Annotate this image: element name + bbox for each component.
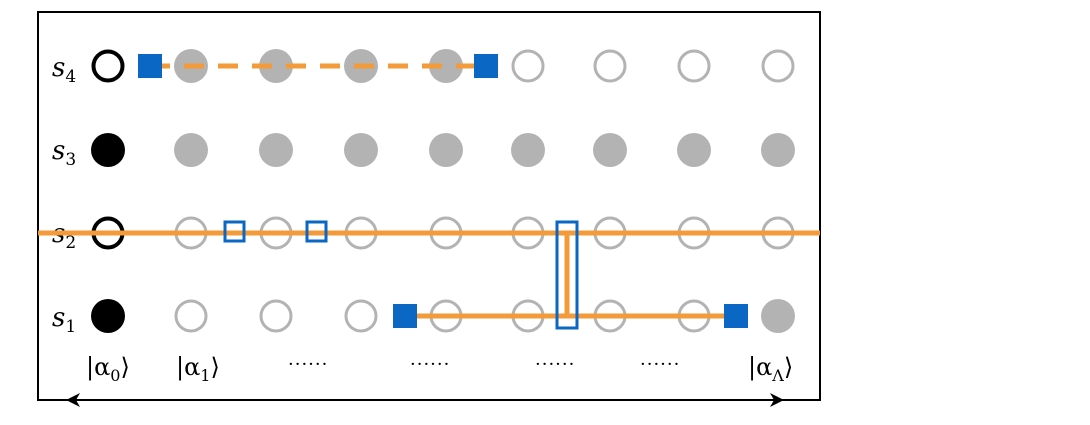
s3-site-5 [511,133,545,167]
basis-label-alphaLambda: |αΛ⟩ [748,353,793,385]
s1-site-8 [761,299,795,333]
vertical-link [555,220,579,330]
row-label-s2: s2 [52,219,76,253]
s1-right-endpoint [724,304,748,328]
row-label-s3: s3 [52,136,76,170]
s3-site-6 [593,133,627,167]
s1-site-0 [91,299,125,333]
s4-site-8 [761,49,795,83]
ellipsis-3: ······ [535,354,575,375]
s3-site-7 [677,133,711,167]
s4-site-2 [259,49,293,83]
s3-site-4 [429,133,463,167]
s3-site-2 [259,133,293,167]
basis-label-alpha1: |α1⟩ [176,353,220,385]
ellipsis-labels: ······ ······ ······ ······ [288,354,680,375]
s3-site-0 [91,133,125,167]
s3-site-8 [761,133,795,167]
s4-site-5 [511,49,545,83]
row-label-s1: s1 [52,303,76,337]
s3-site-3 [344,133,378,167]
row-label-s4: s4 [52,53,76,87]
s4-site-0 [91,49,125,83]
row-labels: s4 s3 s2 s1 [52,53,76,337]
ellipsis-4: ······ [640,354,680,375]
s4-left-endpoint [138,54,162,78]
s1-site-2 [259,299,293,333]
ellipsis-1: ······ [288,354,328,375]
s4-site-7 [677,49,711,83]
s4-site-4 [429,49,463,83]
basis-labels: |α0⟩ |α1⟩ |αΛ⟩ [86,353,793,385]
basis-label-alpha0: |α0⟩ [86,353,130,385]
lattice-sites [91,49,795,333]
s1-site-1 [174,299,208,333]
s1-left-endpoint [393,304,417,328]
s2-open-endpoint-1 [223,220,246,243]
length-arrow [66,393,784,407]
s4-site-6 [593,49,627,83]
ellipsis-2: ······ [410,354,450,375]
s3-site-1 [174,133,208,167]
s4-right-endpoint [474,54,498,78]
s2-open-endpoint-2 [305,220,328,243]
s1-site-3 [344,299,378,333]
